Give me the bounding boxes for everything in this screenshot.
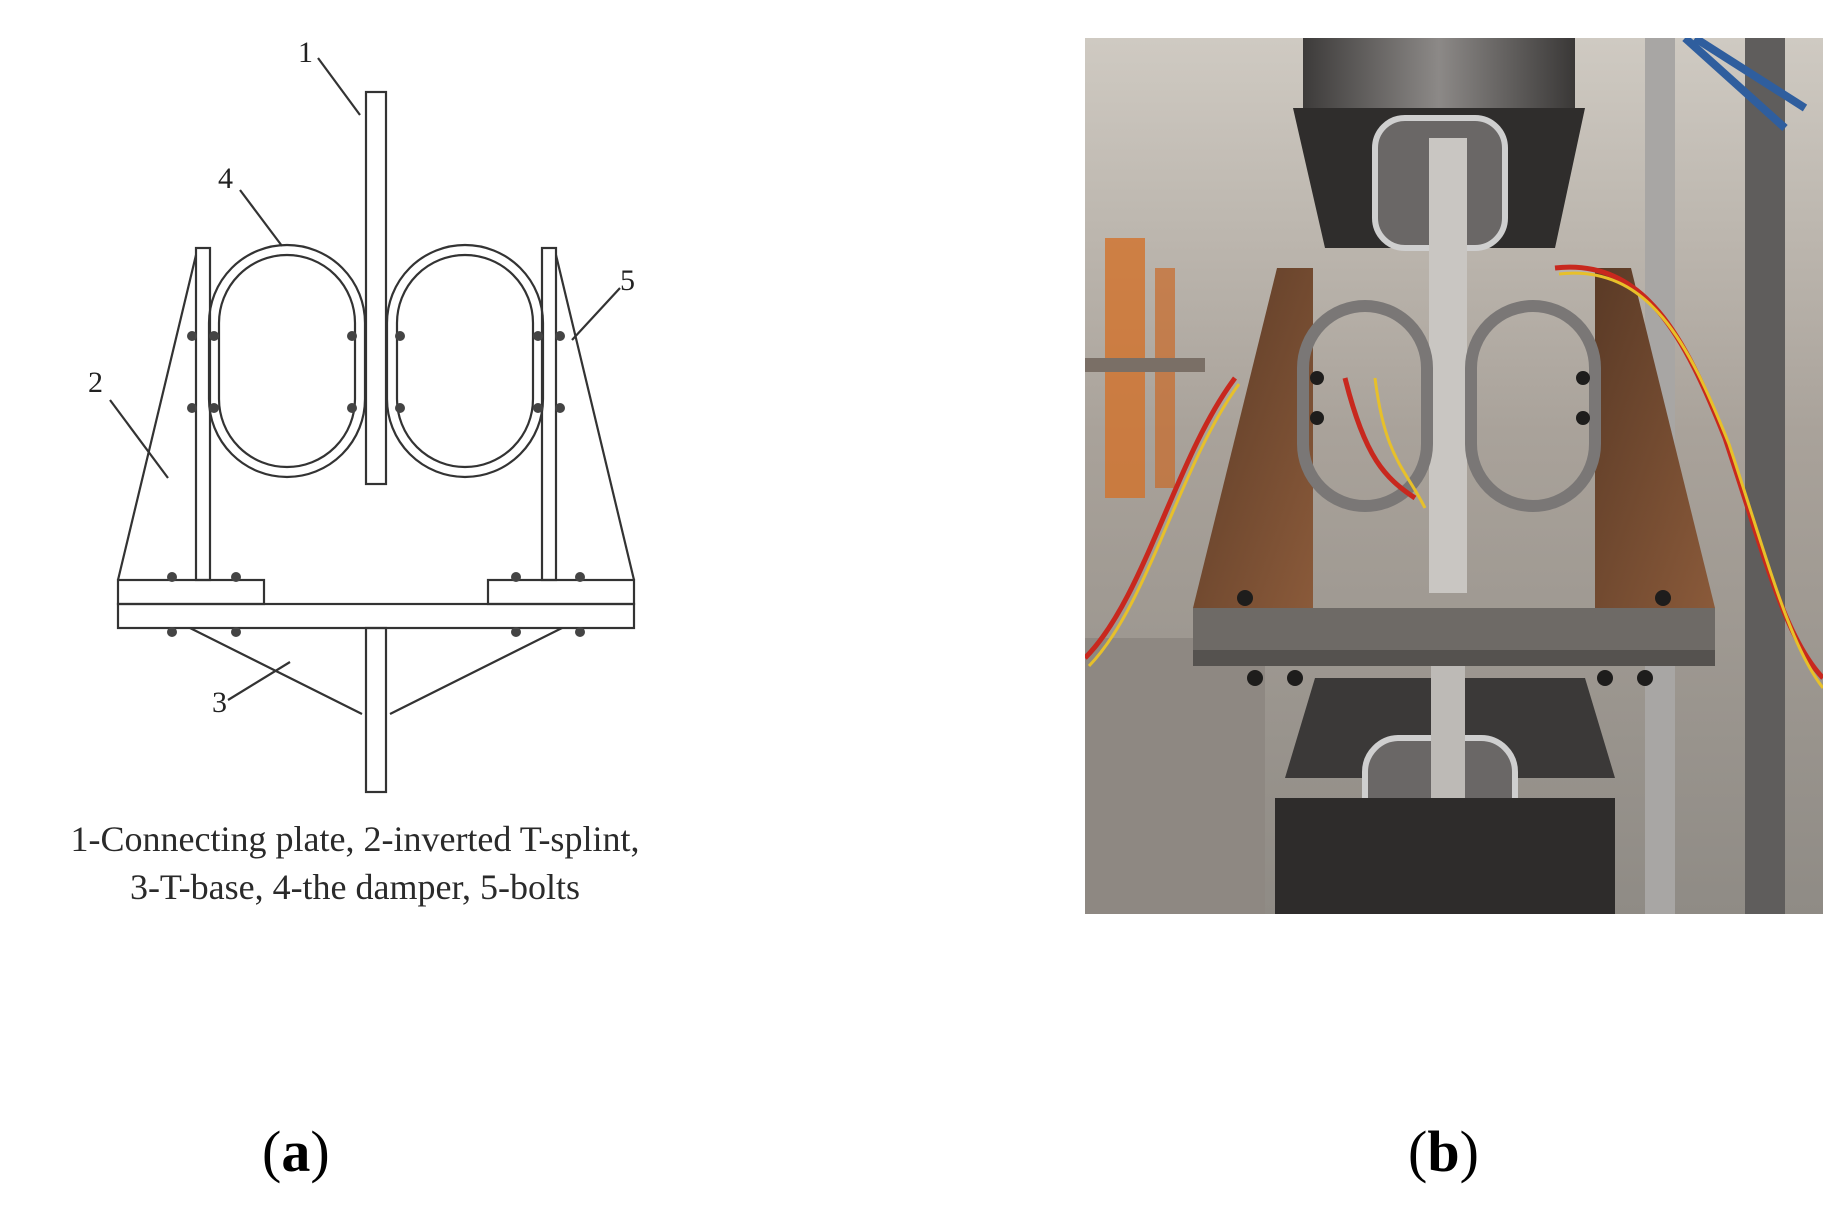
inverted-t-splint-left: [194, 246, 212, 582]
damper-ring-left: [207, 243, 367, 479]
callout-5: 5: [620, 264, 635, 297]
damper-diagram: 1 4 2 3 5: [88, 36, 636, 794]
damper-ring-right: [385, 243, 545, 479]
callout-2: 2: [88, 366, 103, 399]
base-pad-left: [116, 578, 266, 606]
splint-gusset-right: [554, 254, 636, 581]
diagram-caption-line-2: 3-T-base, 4-the damper, 5-bolts: [129, 867, 581, 907]
callout-1: 1: [298, 36, 313, 69]
connecting-plate: [364, 90, 388, 486]
panel-label-a: (a): [262, 1119, 330, 1184]
base-plate: [116, 602, 636, 630]
callout-4: 4: [218, 162, 233, 195]
inverted-t-splint-right: [540, 246, 558, 582]
base-pad-right: [486, 578, 636, 606]
panel-label-b: (b): [1408, 1119, 1479, 1184]
connecting-plate-stem: [364, 626, 388, 794]
splint-gusset-left: [116, 254, 198, 581]
diagram-caption-line-1: 1-Connecting plate, 2-inverted T-splint,: [70, 819, 640, 859]
t-base-gusset-right: [389, 627, 563, 715]
specimen-photo: [1085, 38, 1823, 914]
callout-3: 3: [212, 686, 227, 719]
